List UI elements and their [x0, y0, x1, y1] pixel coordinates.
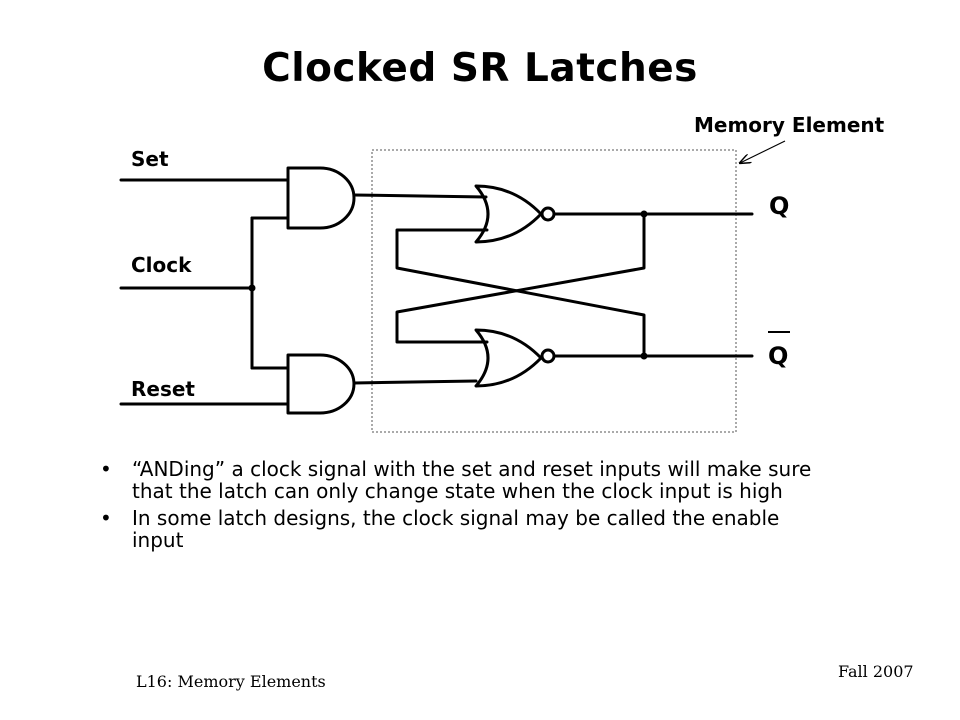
upper-nor-bubble — [540, 206, 556, 222]
slide-title: Clocked SR Latches — [262, 46, 698, 91]
bullet-text: “ANDing” a clock signal with the set and… — [132, 457, 812, 503]
q-junction-dot — [640, 210, 648, 218]
set-label: Set — [131, 147, 169, 171]
latch-circuit-diagram: Set Clock Reset Memory Element Q Q — [119, 113, 885, 433]
bullet-dot: • — [100, 457, 112, 481]
footer-course: L16: Memory Elements — [136, 672, 326, 691]
bullet-list: • “ANDing” a clock signal with the set a… — [100, 458, 820, 556]
q-feedback-wire — [395, 212, 646, 344]
q-bar-output-label: Q — [768, 342, 788, 370]
clock-label: Clock — [131, 253, 192, 277]
q-output-label: Q — [769, 192, 789, 220]
lower-and-gate — [286, 353, 356, 415]
q-bar-feedback-wire — [395, 228, 646, 358]
upper-and-output-wire — [352, 193, 488, 199]
upper-nor-gate — [474, 184, 543, 244]
bullet-item: • In some latch designs, the clock signa… — [100, 507, 820, 551]
bullet-text: In some latch designs, the clock signal … — [132, 506, 780, 552]
memory-element-arrow — [740, 140, 786, 163]
reset-label: Reset — [131, 377, 195, 401]
memory-element-box — [371, 149, 737, 433]
lower-nor-gate — [474, 328, 543, 388]
memory-element-label: Memory Element — [694, 113, 885, 137]
bullet-item: • “ANDing” a clock signal with the set a… — [100, 458, 820, 502]
lower-and-output-wire — [352, 379, 478, 385]
lower-nor-bubble — [540, 348, 556, 364]
q-bar-junction-dot — [640, 352, 648, 360]
clock-junction-dot — [248, 284, 256, 292]
upper-and-gate — [286, 166, 356, 230]
bullet-dot: • — [100, 506, 112, 530]
footer-term: Fall 2007 — [838, 662, 914, 681]
